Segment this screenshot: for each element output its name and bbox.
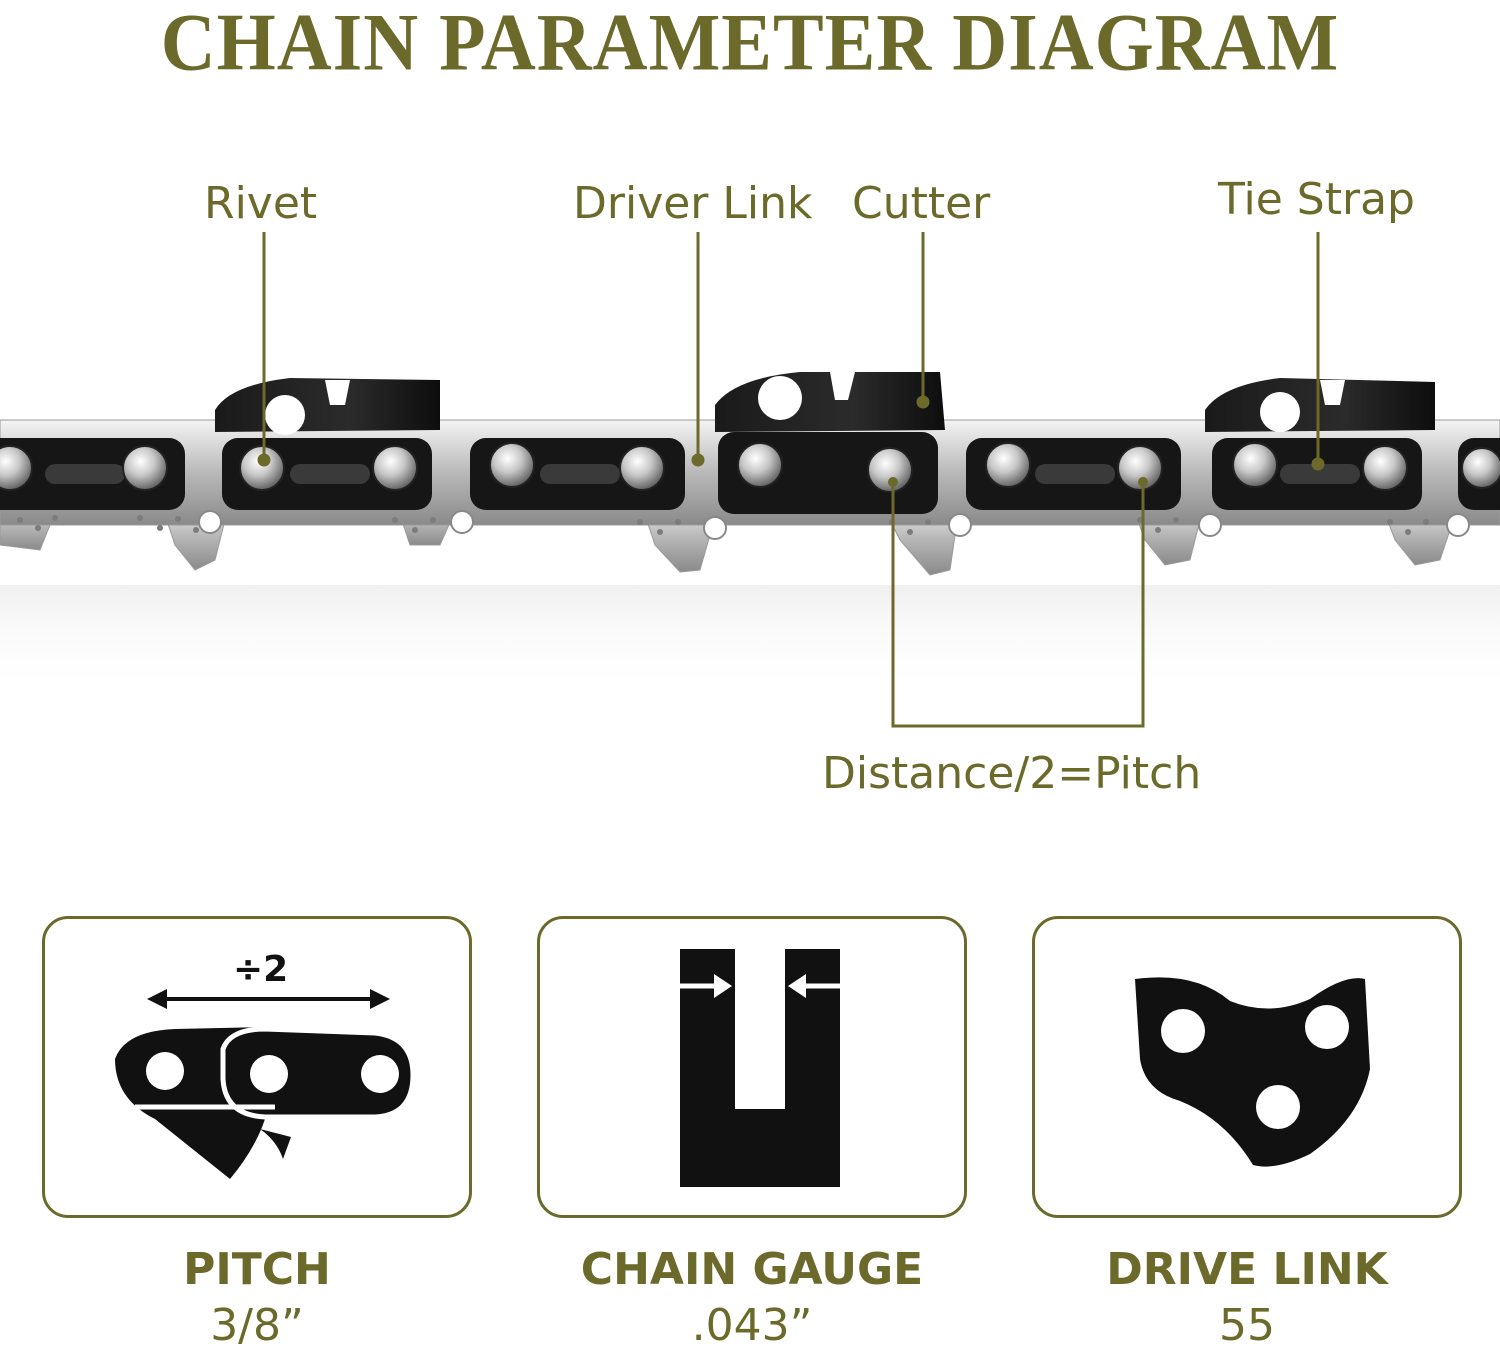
pitch-value: 3/8” xyxy=(210,1300,304,1351)
drive-link-label: DRIVE LINK xyxy=(1106,1244,1388,1295)
divide-by-two-mark: ÷2 xyxy=(233,949,288,990)
chain-gauge-value: .043” xyxy=(691,1300,813,1351)
chain-gauge-label: CHAIN GAUGE xyxy=(580,1244,924,1295)
tie-strap-label: Tie Strap xyxy=(1218,174,1415,225)
chain-illustration xyxy=(0,232,1500,728)
chain-gauge-card xyxy=(537,916,967,1218)
pitch-card: ÷2 xyxy=(42,916,472,1218)
driver-link-label: Driver Link xyxy=(573,178,813,229)
pitch-note-label: Distance/2=Pitch xyxy=(822,748,1202,799)
drive-link-card xyxy=(1032,916,1462,1218)
drive-link-value: 55 xyxy=(1219,1300,1275,1351)
page-title: CHAIN PARAMETER DIAGRAM xyxy=(160,0,1340,88)
pitch-icon: ÷2 xyxy=(115,949,416,1179)
drive-link-icon xyxy=(1135,977,1370,1167)
cutter-label: Cutter xyxy=(852,178,991,229)
pitch-label: PITCH xyxy=(183,1244,331,1295)
chain-gauge-icon xyxy=(680,949,840,1187)
rivet-label: Rivet xyxy=(204,178,318,229)
